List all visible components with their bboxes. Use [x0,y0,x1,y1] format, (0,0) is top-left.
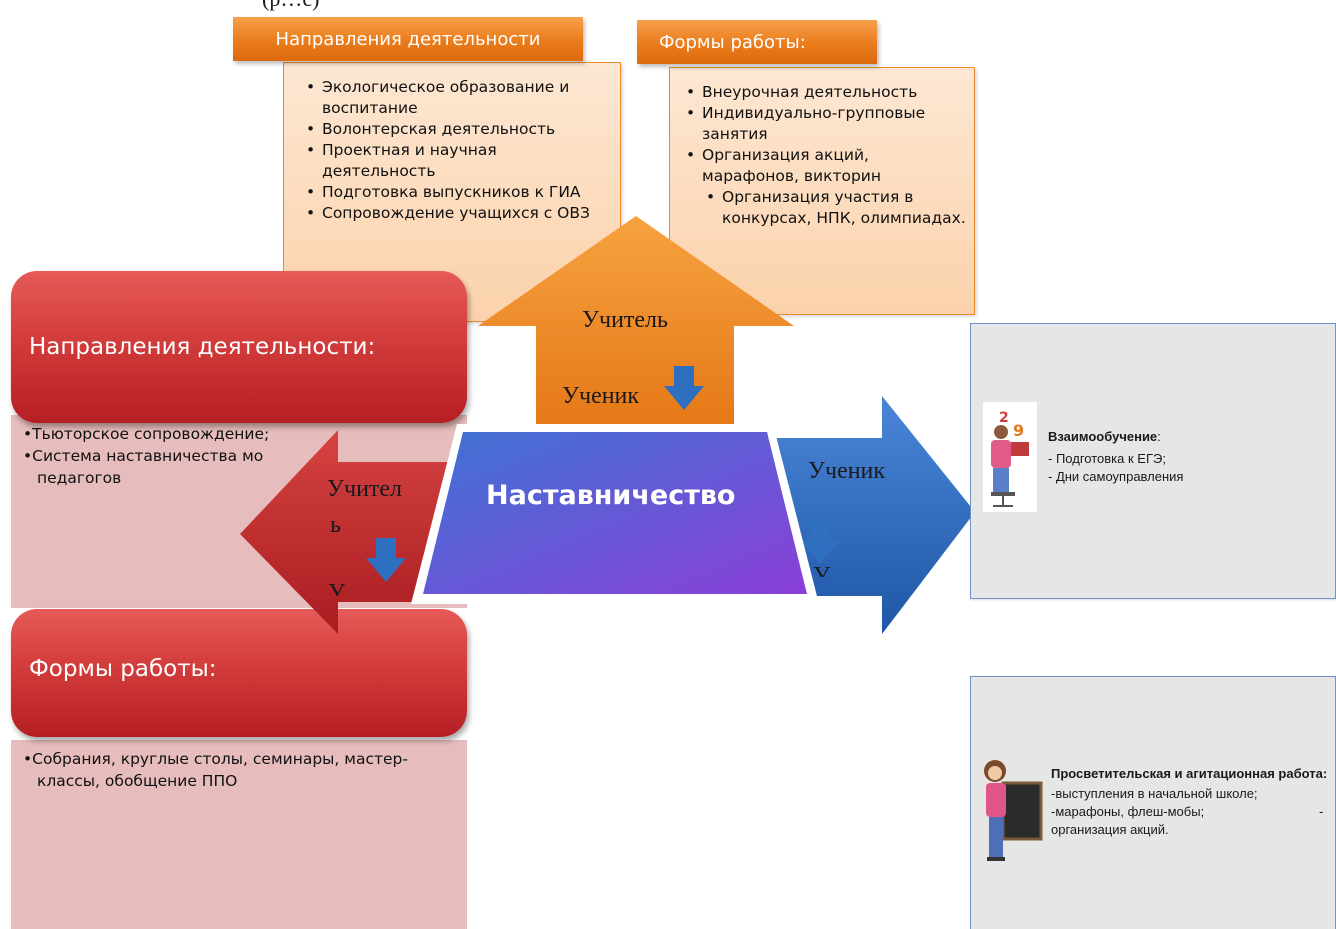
left-arrow-label-line1: Учител [327,476,403,502]
mutual-learning-line: - Дни самоуправления [1048,469,1184,484]
svg-text:9: 9 [1013,421,1024,440]
orange-directions-tab: Направления деятельности [233,17,583,61]
red-directions-item: •Система наставничества мо [23,447,264,465]
orange-forms-box: Внеурочная деятельность Индивидуально-гр… [669,67,975,315]
teacher-board-icon [984,760,1043,861]
red-forms-item: •Собрания, круглые столы, семинары, маст… [23,750,408,768]
red-forms-item: классы, обобщение ППО [37,772,238,790]
red-directions-item: •Тьюторское сопровождение; [23,425,270,443]
list-item: Проектная и научная деятельность [300,140,610,182]
list-item: Организация участия в конкурсах, НПК, ол… [700,187,966,229]
education-campaign-line: -марафоны, флеш-мобы; [1051,804,1205,819]
education-campaign-box: Просветительская и агитационная работа: … [970,676,1336,929]
arrow-down-icon [800,520,840,564]
up-arrow-bottom-label: Ученик [562,383,640,409]
red-forms-body: •Собрания, круглые столы, семинары, маст… [11,740,467,929]
list-item: Экологическое образование и воспитание [300,77,610,119]
orange-directions-title: Направления деятельности [275,28,541,50]
center-mentoring-shape [411,424,819,604]
education-campaign-title: Просветительская и агитационная работа: [1051,766,1328,781]
education-campaign-dash: - [1319,804,1324,819]
red-directions-title: Направления деятельности: [29,334,376,360]
up-arrow-top-label: Учитель [582,307,668,333]
orange-forms-tab: Формы работы: [637,20,877,64]
red-forms-title: Формы работы: [29,656,217,682]
red-forms-header: Формы работы: [11,609,467,737]
left-arrow-cut-label: У [328,580,345,596]
arrow-down-icon [664,366,704,410]
list-item: Внеурочная деятельность [680,82,966,103]
right-arrow-cut-label: У [813,563,830,577]
left-arrow [240,430,470,634]
mutual-learning-title-suffix: : [1157,429,1161,444]
list-item: Организация акций, марафонов, викторин [680,145,966,187]
teacher-desk-icon: 2 9 [983,402,1037,512]
list-item: Сопровождение учащихся с ОВЗ [300,203,610,224]
red-directions-item: педагогов [37,469,122,487]
mutual-learning-title: Взаимообучение: [1048,429,1161,444]
top-cut-text: (р…с) [262,0,319,12]
red-directions-header: Направления деятельности: [11,271,467,423]
mutual-learning-title-text: Взаимообучение [1048,429,1158,444]
right-arrow-label: Ученик [808,458,886,484]
svg-text:2: 2 [999,410,1009,426]
arrow-down-icon [366,538,406,582]
list-item: Индивидуально-групповые занятия [680,103,966,145]
education-campaign-line: -выступления в начальной школе; [1051,786,1258,801]
list-item: Волонтерская деятельность [300,119,610,140]
mutual-learning-line: - Подготовка к ЕГЭ; [1048,451,1166,466]
education-campaign-line: организация акций. [1051,822,1169,837]
list-item: Подготовка выпускников к ГИА [300,182,610,203]
center-title: Наставничество [486,480,736,511]
orange-forms-title: Формы работы: [659,31,806,53]
up-arrow [478,216,794,426]
mutual-learning-box: 2 9 Взаимообучение: - Подготовка к ЕГЭ; … [970,323,1336,599]
left-arrow-label-line2: ь [330,512,341,538]
